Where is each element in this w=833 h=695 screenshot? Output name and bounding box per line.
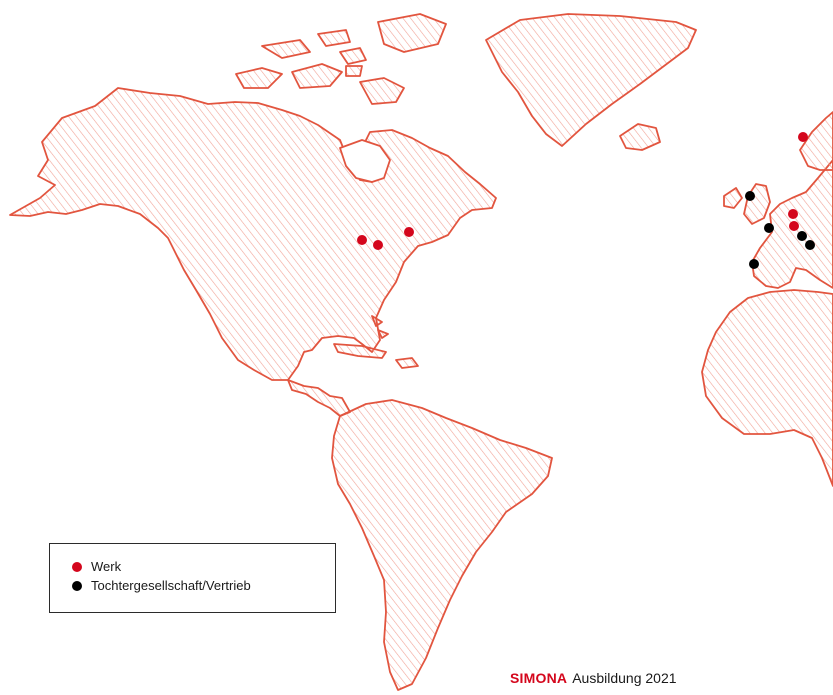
arctic-island (317, 29, 351, 47)
black-dot-icon (72, 580, 82, 591)
south-america (331, 399, 553, 691)
hudson-bay (339, 139, 391, 183)
location-markers (357, 132, 815, 269)
red-dot-icon (72, 561, 82, 572)
arctic-island (345, 65, 363, 77)
werk-marker (788, 209, 798, 219)
greenland (485, 13, 697, 147)
africa (701, 289, 833, 487)
legend-label: Werk (91, 559, 122, 574)
tochter-marker (805, 240, 815, 250)
arctic-island (377, 13, 447, 53)
footer-text: Ausbildung 2021 (572, 670, 677, 686)
caribbean-island (377, 329, 389, 339)
tochter-marker (745, 191, 755, 201)
cuba (333, 343, 387, 359)
scandinavia (799, 111, 833, 171)
arctic-island (339, 47, 367, 65)
legend-item-tochter: Tochtergesellschaft/Vertrieb (72, 576, 335, 595)
iceland (619, 123, 661, 151)
hispaniola (395, 357, 419, 369)
werk-marker (789, 221, 799, 231)
arctic-island (291, 63, 343, 89)
tochter-marker (764, 223, 774, 233)
tochter-marker (797, 231, 807, 241)
werk-marker (798, 132, 808, 142)
werk-marker (404, 227, 414, 237)
arctic-island (235, 67, 283, 89)
map-legend: Werk Tochtergesellschaft/Vertrieb (49, 543, 336, 613)
ireland (723, 187, 743, 209)
legend-item-werk: Werk (72, 557, 335, 576)
caribbean-island (371, 315, 383, 327)
central-america (287, 379, 351, 417)
brand-logo: SIMONA (510, 670, 568, 686)
arctic-island (359, 77, 405, 105)
tochter-marker (749, 259, 759, 269)
arctic-island (261, 39, 311, 59)
legend-label: Tochtergesellschaft/Vertrieb (91, 578, 251, 593)
werk-marker (357, 235, 367, 245)
great-britain (743, 183, 771, 225)
werk-marker (373, 240, 383, 250)
north-america-landmass (9, 87, 497, 381)
